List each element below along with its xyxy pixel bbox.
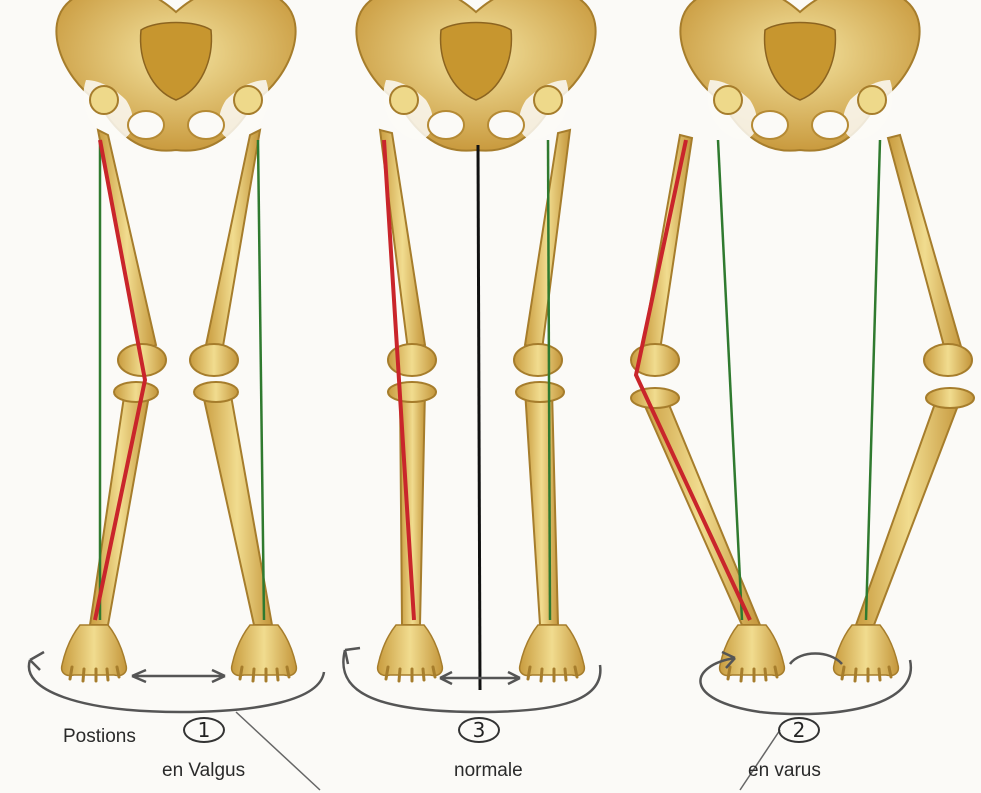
caption-normal: normale — [454, 760, 523, 782]
femur-bone-icon — [98, 130, 156, 352]
caption-valgus: en Valgus — [162, 760, 245, 782]
figure-valgus — [29, 0, 324, 790]
foot-bone-icon — [62, 625, 127, 681]
figure-number-2: 2 — [778, 717, 820, 743]
midline-axis — [478, 145, 480, 690]
figure-number-1: 1 — [183, 717, 225, 743]
figure-number-3: 3 — [458, 717, 500, 743]
pelvis-bone-icon — [56, 0, 295, 151]
figure-varus — [631, 0, 974, 790]
caption-valgus-line1: Postions — [63, 726, 136, 748]
figure-normal — [343, 0, 600, 712]
caption-varus: en varus — [748, 760, 821, 782]
